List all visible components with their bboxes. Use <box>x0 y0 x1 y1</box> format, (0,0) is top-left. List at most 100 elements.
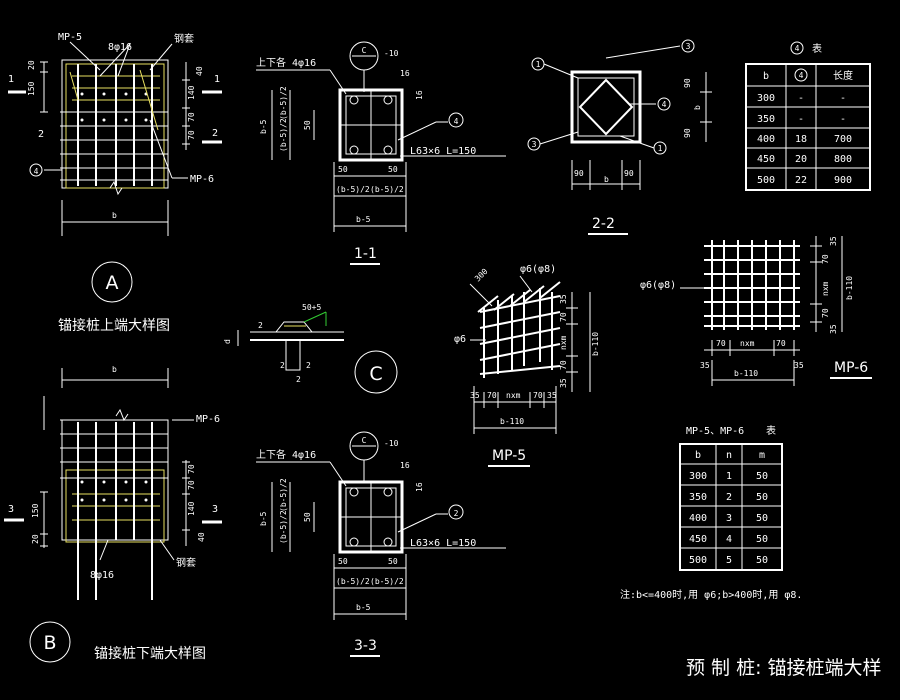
table4-head-length: 长度 <box>833 69 853 82</box>
mp6-dim-b35a: 35 <box>700 361 710 370</box>
tablemp-cell: 500 <box>689 555 707 566</box>
s11-dim-inner-b: (b-5)/2 <box>279 118 288 152</box>
tablemp-head-m: m <box>759 450 765 461</box>
callout-4-a: 4 <box>34 167 39 176</box>
s11-dim-bot-b: (b-5)/2 <box>370 185 404 194</box>
mp6-label-b: MP-6 <box>196 414 220 425</box>
drawing-title: 预 制 桩: 锚接桩端大样 <box>686 657 882 679</box>
tablemp-cell: 50 <box>756 534 768 545</box>
dim-a-left-20: 20 <box>27 60 36 70</box>
detail-c-dim-2c: 2 <box>306 361 311 370</box>
s33-rebar-note: 上下各 4φ16 <box>256 448 316 461</box>
s22-dim-r2: b <box>693 105 702 110</box>
detail-b-caption: 锚接桩下端大样图 <box>94 645 206 662</box>
mp6-dim-b70a: 70 <box>716 339 726 348</box>
s22-callout-1b: 1 <box>658 144 663 153</box>
table4-cell: 350 <box>757 114 775 125</box>
s11-dim-bot-50b: 50 <box>388 165 398 174</box>
mp5-dim-r35a: 35 <box>559 294 568 304</box>
s22-dim-b1: 90 <box>574 169 584 178</box>
tablemp-cell: 450 <box>689 534 707 545</box>
section-mark-2-left: 2 <box>38 129 44 140</box>
tablemp-cell: 50 <box>756 513 768 524</box>
table4-cell: 900 <box>834 175 852 186</box>
s22-diamond <box>578 78 634 136</box>
dim-b-right-70a: 70 <box>187 464 196 474</box>
detail-b: b MP-6 8φ16 钢套 150 20 <box>4 365 222 663</box>
s33-dim-bot-a: (b-5)/2 <box>336 577 370 586</box>
s11-c-mark: C <box>362 46 367 55</box>
tablemp-head-b: b <box>695 450 701 461</box>
sleeve-label-b: 钢套 <box>176 556 196 569</box>
s22-dim-b2: b <box>604 175 609 184</box>
s11-callout: 4 <box>454 117 459 126</box>
tablemp-cell: 400 <box>689 513 707 524</box>
tablemp-cell: 350 <box>689 492 707 503</box>
s22-callout-4: 4 <box>662 100 667 109</box>
s22-box <box>570 70 642 144</box>
bars-label-b: 8φ16 <box>90 570 114 581</box>
table4-rows: 300 - - 350 - - 400 18 700 450 20 800 50… <box>757 93 852 186</box>
mp6-dim-r70a: 70 <box>821 254 830 264</box>
mp6-bar-label: φ6(φ8) <box>640 280 676 291</box>
table4-title-suffix: 表 <box>812 42 822 55</box>
section-mark-2-right: 2 <box>212 128 218 139</box>
s33-dim-bot-total: b-5 <box>356 603 371 612</box>
s11-dim-left: b-5 <box>259 119 268 134</box>
mp5-dim-rnxm: nxm <box>559 335 568 350</box>
table-mp: MP-5、MP-6 表 b n m 300 1 50 350 2 50 400 … <box>679 424 783 571</box>
mp5-dim-300: 300 <box>473 267 490 284</box>
mp6-dim-b35b: 35 <box>794 361 804 370</box>
detail-c-dim-2a: 2 <box>258 321 263 330</box>
detail-a-caption: 锚接桩上端大样图 <box>58 317 170 334</box>
table4-cell: 400 <box>757 134 775 145</box>
s22-callout-3b: 3 <box>532 140 537 149</box>
s11-dim-inner-a: (b-5)/2 <box>279 86 288 120</box>
s33-dim-bot-50a: 50 <box>338 557 348 566</box>
dim-b-right-140: 140 <box>187 501 196 516</box>
s11-dim-bot-50a: 50 <box>338 165 348 174</box>
detail-a: 4 MP-5 8φ16 钢套 MP-6 20 150 40 140 70 70 … <box>8 32 222 334</box>
s22-callout-3a: 3 <box>686 42 691 51</box>
s11-dim-50: 50 <box>303 120 312 130</box>
mp5-bar-label-2: φ6 <box>454 334 466 345</box>
detail-c-dim-2b: 2 <box>280 361 285 370</box>
dim-b-left-20: 20 <box>31 534 40 544</box>
mp6-dim-bnxm: nxm <box>740 339 755 348</box>
mp5-dim-b70a: 70 <box>487 391 497 400</box>
mp6-dim-r70b: 70 <box>821 308 830 318</box>
table4-cell: 20 <box>795 154 807 165</box>
tablemp-title-suffix: 表 <box>766 424 776 437</box>
detail-a-mark-circle <box>91 261 133 303</box>
s11-rebar-note: 上下各 4φ16 <box>256 56 316 69</box>
mp6-title: MP-6 <box>834 360 868 376</box>
mp5-dim-r70a: 70 <box>559 312 568 322</box>
note-text: 注:b<=400时,用 φ6;b>400时,用 φ8. <box>620 588 802 601</box>
mp6-label-a: MP-6 <box>190 174 214 185</box>
mp5-bar-label: φ6(φ8) <box>520 264 556 275</box>
s33-dim-inner-b: (b-5)/2 <box>279 510 288 544</box>
s33-dim-left: b-5 <box>259 511 268 526</box>
s33-dim-16b: 16 <box>415 482 424 492</box>
detail-c-dim-d: d <box>223 339 232 344</box>
sleeve-label-a: 钢套 <box>174 32 194 45</box>
section-1-1: 上下各 4φ16 C -10 4 L63×6 L=150 16 16 b-5 (… <box>256 41 506 265</box>
s11-dim-16b: 16 <box>415 90 424 100</box>
tablemp-rows: 300 1 50 350 2 50 400 3 50 450 4 50 500 … <box>689 471 768 566</box>
s33-dim-50: 50 <box>303 512 312 522</box>
tablemp-title: MP-5、MP-6 <box>686 426 744 437</box>
mp6-dim-b70b: 70 <box>776 339 786 348</box>
mp5-cage: 300 φ6(φ8) φ6 35 70 nxm 70 35 b-110 35 7… <box>454 264 600 467</box>
table4-cell: 22 <box>795 175 807 186</box>
mp5-label-a: MP-5 <box>58 32 82 43</box>
dim-a-left-150: 150 <box>27 81 36 96</box>
mp6-dim-btotal: b-110 <box>734 369 758 378</box>
s22-dim-r3: 90 <box>683 128 692 138</box>
s11-weld-note: -10 <box>384 49 399 58</box>
table4-cell: 18 <box>795 134 807 145</box>
mp5-dim-b70b: 70 <box>533 391 543 400</box>
bars-label-a: 8φ16 <box>108 42 132 53</box>
detail-c-mark: C <box>369 363 382 385</box>
s11-dim-bot-total: b-5 <box>356 215 371 224</box>
